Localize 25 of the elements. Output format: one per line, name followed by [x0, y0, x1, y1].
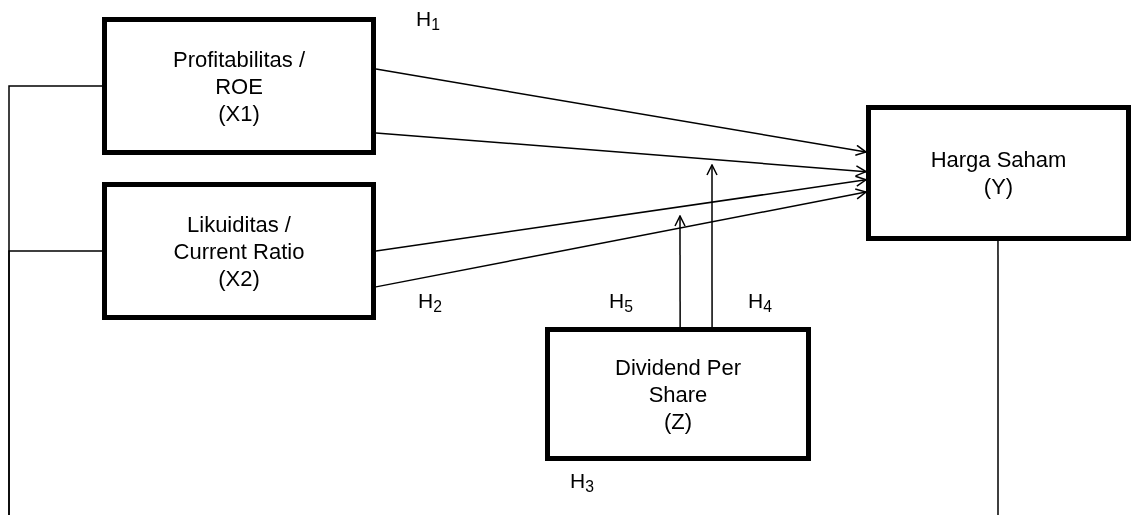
- variable-code: (X2): [218, 264, 260, 292]
- arrow: [706, 164, 718, 328]
- connector-line: [997, 240, 999, 515]
- variable-name: Harga Saham: [930, 146, 1067, 173]
- variable-code: (X1): [218, 99, 260, 127]
- arrow: [375, 175, 867, 252]
- connector-line: [8, 250, 103, 515]
- hypothesis-label: H$_{4}$: [748, 288, 772, 314]
- variable-code: (Y): [983, 173, 1014, 200]
- variable-box: [102, 182, 376, 320]
- variable-box: [866, 105, 1131, 241]
- variable-name: Profitabilitas / ROE: [171, 45, 307, 100]
- arrow: [375, 68, 867, 157]
- hypothesis-label: H$_{1}$: [416, 6, 440, 32]
- hypothesis-label: H$_{5}$: [609, 288, 633, 314]
- hypothesis-label: H$_{2}$: [418, 288, 442, 314]
- arrow: [375, 188, 867, 288]
- arrow: [674, 215, 686, 328]
- variable-name: Dividend Per Share: [614, 353, 742, 408]
- hypothesis-label: H$_{3}$: [570, 468, 594, 494]
- arrow: [375, 132, 867, 177]
- variable-box: [545, 327, 811, 461]
- variable-code: (Z): [663, 407, 693, 435]
- variable-name: Likuiditas / Current Ratio: [172, 210, 306, 265]
- variable-box: [102, 17, 376, 155]
